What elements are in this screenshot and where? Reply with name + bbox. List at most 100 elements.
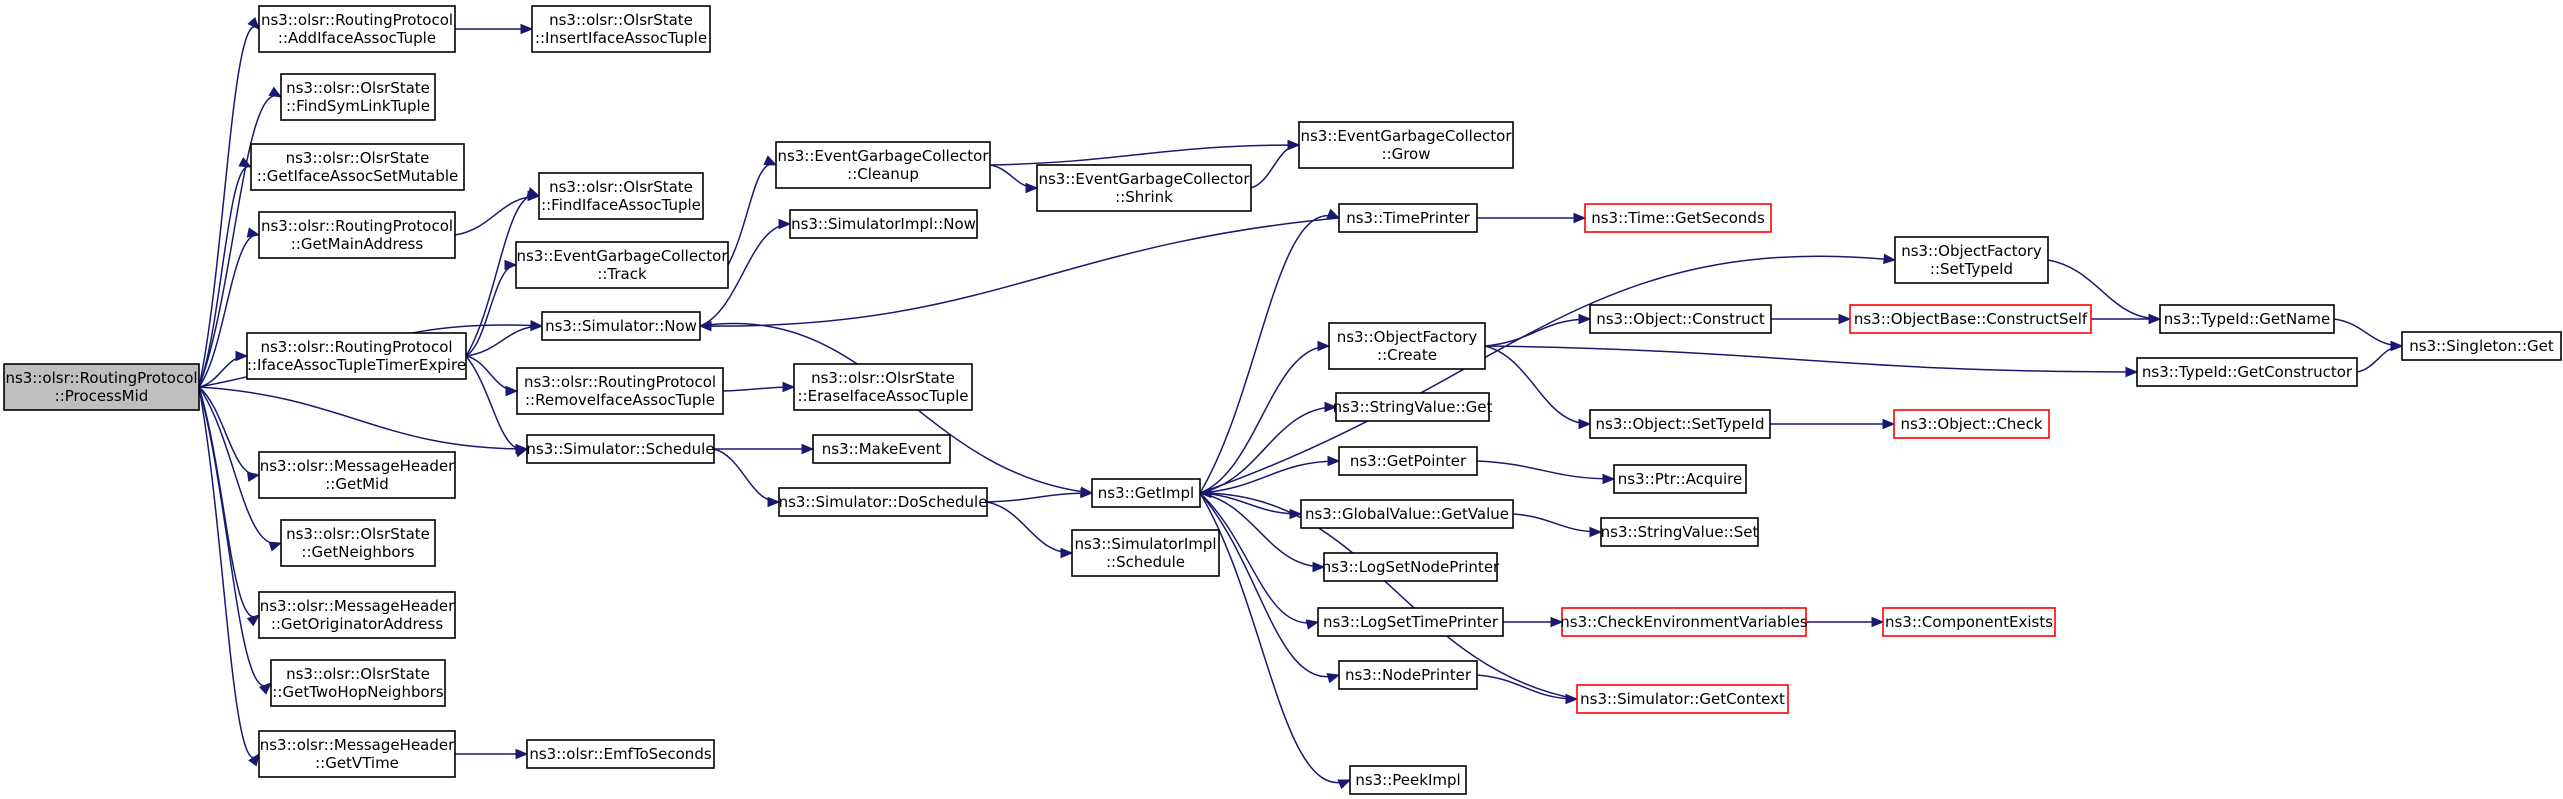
node-label-line: ns3::olsr::OlsrState [811,369,955,387]
edge-arrowhead [246,227,261,238]
node-label-line: ns3::olsr::EmfToSeconds [529,745,712,763]
edge-line [198,386,528,450]
node-label-line: ns3::TypeId::GetConstructor [2142,363,2353,381]
node-eraseIface[interactable]: ns3::olsr::OlsrState::EraseIfaceAssocTup… [793,363,973,411]
node-getTwoHop[interactable]: ns3::olsr::OlsrState::GetTwoHopNeighbors [270,659,446,707]
node-singletonGet[interactable]: ns3::Singleton::Get [2401,331,2562,361]
node-label-line: ns3::olsr::RoutingProtocol [261,217,453,235]
edge-arrowhead [1550,616,1564,628]
node-egcCleanup[interactable]: ns3::EventGarbageCollector::Cleanup [775,141,991,189]
edge-arrowhead [1326,673,1341,684]
edge-line [1484,345,2138,373]
node-compExists[interactable]: ns3::ComponentExists [1882,607,2056,637]
edge-getImpl-to-logSetTime [1199,492,1320,630]
node-getMainAddr[interactable]: ns3::olsr::RoutingProtocol::GetMainAddre… [258,211,456,259]
node-timePrinter[interactable]: ns3::TimePrinter [1338,203,1478,233]
edge-line [699,223,791,327]
node-insertIface[interactable]: ns3::olsr::OlsrState::InsertIfaceAssocTu… [531,5,711,53]
node-label-line: ns3::olsr::OlsrState [286,665,430,683]
node-logSetTime[interactable]: ns3::LogSetTimePrinter [1317,607,1504,637]
node-emfToSec[interactable]: ns3::olsr::EmfToSeconds [526,739,715,769]
node-removeIface[interactable]: ns3::olsr::RoutingProtocol::RemoveIfaceA… [516,367,724,415]
edge-getContext-to-getImpl [1198,487,1578,700]
node-objConstruct[interactable]: ns3::Object::Construct [1589,304,1772,334]
edge-doSchedule-to-simImplSchedule [986,501,1074,559]
node-box [1894,236,2049,284]
node-egcTrack[interactable]: ns3::EventGarbageCollector::Track [515,241,729,289]
node-objCheck[interactable]: ns3::Object::Check [1893,409,2050,439]
node-label-line: ns3::Singleton::Get [2409,337,2554,355]
node-label-line: ns3::MakeEvent [822,440,942,458]
node-box [1338,446,1478,476]
node-box [1589,304,1772,334]
node-getSeconds[interactable]: ns3::Time::GetSeconds [1584,203,1772,233]
node-logSetNode[interactable]: ns3::LogSetNodePrinter [1322,552,1500,582]
edge-timePrinter-to-getSeconds [1477,212,1587,224]
node-label-line: ns3::LogSetTimePrinter [1323,613,1499,631]
node-objSetTypeId[interactable]: ns3::Object::SetTypeId [1589,409,1771,439]
edge-ifaceExpire-to-removeIface [465,355,519,397]
edge-egcTrack-to-egcCleanup [727,155,778,266]
node-getContext[interactable]: ns3::Simulator::GetContext [1576,684,1789,714]
edge-arrowhead [1589,526,1603,538]
node-ofCreate[interactable]: ns3::ObjectFactory::Create [1328,322,1486,370]
node-getPointer[interactable]: ns3::GetPointer [1338,446,1478,476]
node-egcGrow[interactable]: ns3::EventGarbageCollector::Grow [1298,121,1514,169]
node-tidGetCtor[interactable]: ns3::TypeId::GetConstructor [2136,357,2358,387]
node-label-line: ::GetOriginatorAddress [271,615,444,633]
node-box [1317,607,1504,637]
node-label-line: ns3::EventGarbageCollector [516,247,728,265]
node-strValGet[interactable]: ns3::StringValue::Get [1333,392,1493,422]
node-addIface[interactable]: ns3::olsr::RoutingProtocol::AddIfaceAsso… [258,5,456,53]
edge-addIface-to-insertIface [455,23,534,35]
node-label-line: ns3::ObjectBase::ConstructSelf [1854,310,2088,328]
node-getIfaceSet[interactable]: ns3::olsr::OlsrState::GetIfaceAssocSetMu… [250,143,465,191]
node-findIface[interactable]: ns3::olsr::OlsrState::FindIfaceAssocTupl… [538,172,704,220]
node-strValSet[interactable]: ns3::StringValue::Set [1600,517,1759,547]
node-findSym[interactable]: ns3::olsr::OlsrState::FindSymLinkTuple [280,73,436,121]
edge-arrowhead [1838,313,1852,325]
node-egcShrink[interactable]: ns3::EventGarbageCollector::Shrink [1036,164,1252,212]
node-getNeighbors[interactable]: ns3::olsr::OlsrState::GetNeighbors [280,519,436,567]
node-label-line: ::Grow [1381,145,1430,163]
node-label-line: ::Schedule [1106,553,1185,571]
edge-arrowhead [767,496,781,508]
edge-line [1476,674,1578,700]
edge-line [1199,492,1340,678]
node-ptrAcquire[interactable]: ns3::Ptr::Acquire [1613,464,1747,494]
node-peekImpl[interactable]: ns3::PeekImpl [1349,765,1467,795]
edge-arrowhead [778,218,792,230]
node-box [775,141,991,189]
node-simNow[interactable]: ns3::Simulator::Now [541,311,701,341]
node-checkEnv[interactable]: ns3::CheckEnvironmentVariables [1560,607,1808,637]
edge-arrowhead [1326,208,1341,219]
node-simSchedule[interactable]: ns3::Simulator::Schedule [526,434,715,464]
node-label-line: ns3::olsr::OlsrState [286,79,430,97]
edge-removeIface-to-eraseIface [722,381,796,393]
node-getOrigAddr[interactable]: ns3::olsr::MessageHeader::GetOriginatorA… [258,591,456,639]
node-label-line: ns3::Simulator::DoSchedule [779,493,988,511]
node-ofSetTypeId[interactable]: ns3::ObjectFactory::SetTypeId [1894,236,2049,284]
node-label-line: ns3::olsr::OlsrState [286,525,430,543]
node-box [1323,552,1498,582]
edge-getImpl-to-getPointer [1199,455,1341,494]
node-simImplSchedule[interactable]: ns3::SimulatorImpl::Schedule [1071,529,1220,577]
node-nodePrinter[interactable]: ns3::NodePrinter [1338,660,1478,690]
node-doSchedule[interactable]: ns3::Simulator::DoSchedule [778,487,988,517]
node-getImpl[interactable]: ns3::GetImpl [1091,478,1201,508]
edge-line [198,386,272,687]
node-processMid[interactable]: ns3::olsr::RoutingProtocol::ProcessMid [3,363,200,411]
node-getVTime[interactable]: ns3::olsr::MessageHeader::GetVTime [258,730,456,778]
node-label-line: ns3::StringValue::Get [1333,398,1493,416]
node-makeEvent[interactable]: ns3::MakeEvent [812,434,951,464]
edge-arrowhead [1573,212,1587,224]
node-getMid[interactable]: ns3::olsr::MessageHeader::GetMid [258,451,456,499]
node-simImplNow[interactable]: ns3::SimulatorImpl::Now [789,209,978,239]
edge-arrowhead [258,682,272,695]
node-constructSelf[interactable]: ns3::ObjectBase::ConstructSelf [1849,304,2092,334]
edge-line [1199,492,1351,784]
node-tidGetName[interactable]: ns3::TypeId::GetName [2159,304,2335,334]
node-gvGetValue[interactable]: ns3::GlobalValue::GetValue [1300,499,1514,529]
node-ifaceExpire[interactable]: ns3::olsr::RoutingProtocol::IfaceAssocTu… [246,332,467,380]
edge-processMid-to-getVTime [198,386,260,767]
